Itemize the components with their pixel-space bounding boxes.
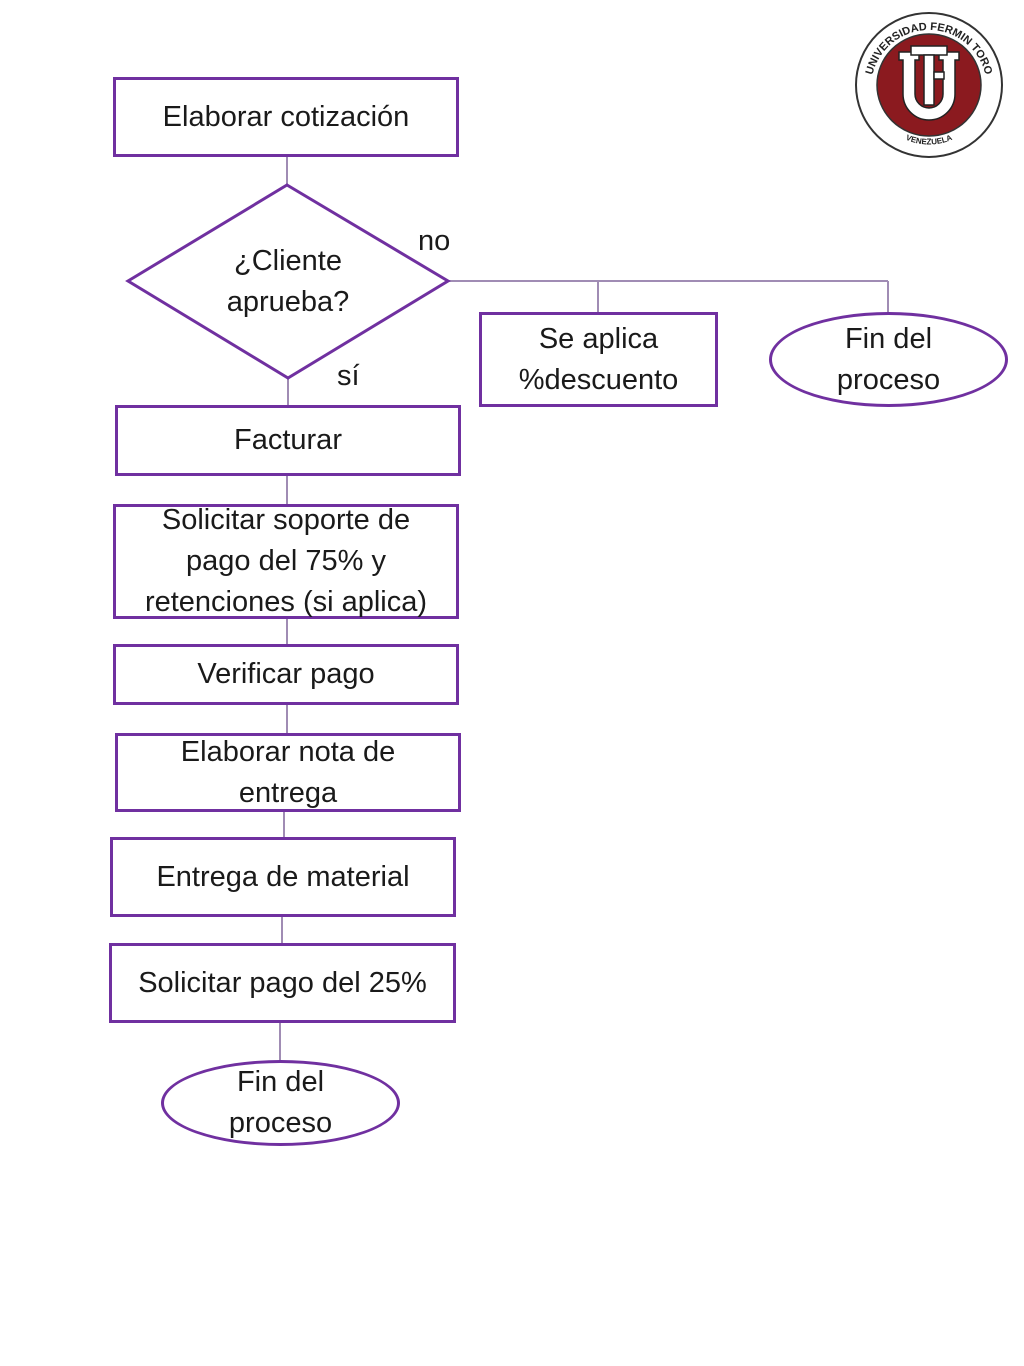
edge-label-no: no (418, 225, 451, 257)
terminator-label: Fin del proceso (228, 1066, 333, 1139)
step-se-aplica-descuento: Se aplica %descuento (479, 312, 718, 407)
step-verificar-pago: Verificar pago (113, 644, 459, 705)
step-label: Elaborar cotización (162, 100, 410, 133)
terminator-label: Fin del proceso (836, 322, 941, 396)
step-label: Solicitar pago del 25% (138, 966, 427, 999)
decision-diamond (125, 183, 451, 380)
step-entrega-material: Entrega de material (110, 837, 456, 917)
step-label: Facturar (234, 424, 342, 456)
step-elaborar-cotizacion: Elaborar cotización (113, 77, 459, 157)
terminator-fin-final: Fin del proceso (161, 1060, 400, 1146)
decision-cliente-aprueba: ¿Cliente aprueba? (198, 241, 378, 323)
step-label: Solicitar soporte de pago del 75% y rete… (144, 504, 428, 618)
step-label: Verificar pago (197, 658, 375, 690)
step-label: Se aplica %descuento (518, 322, 679, 396)
university-seal-logo: UNIVERSIDAD FERMIN TORO VENEZUELA (855, 12, 1003, 158)
step-label: Elaborar nota de entrega (180, 735, 396, 809)
edge-label-si: sí (337, 360, 360, 392)
decision-label: ¿Cliente aprueba? (226, 245, 350, 318)
step-elaborar-nota: Elaborar nota de entrega (115, 733, 461, 812)
step-facturar: Facturar (115, 405, 461, 476)
terminator-fin-no: Fin del proceso (769, 312, 1008, 407)
step-solicitar-pago: Solicitar pago del 25% (109, 943, 456, 1023)
svg-text:VENEZUELA: VENEZUELA (905, 133, 954, 147)
step-solicitar-soporte: Solicitar soporte de pago del 75% y rete… (113, 504, 459, 619)
step-label: Entrega de material (156, 860, 410, 893)
